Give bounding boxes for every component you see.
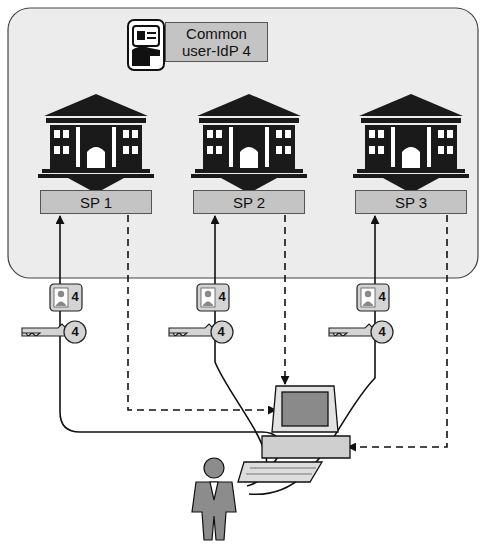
sp-box: SP 2 (193, 190, 305, 214)
key-number: 4 (378, 325, 385, 339)
box-label: SP 3 (395, 194, 427, 211)
box-label: SP 2 (233, 194, 265, 211)
id-card-number: 4 (378, 290, 385, 304)
id-card-number: 4 (218, 290, 225, 304)
box-label: Common user-IdP 4 (170, 25, 263, 59)
key-number: 4 (217, 325, 224, 339)
id-card-number: 4 (71, 290, 78, 304)
key-number: 4 (71, 325, 78, 339)
sp-box: SP 1 (40, 190, 152, 214)
idp-box: Common user-IdP 4 (165, 22, 268, 62)
sp-box: SP 3 (355, 190, 467, 214)
box-label: SP 1 (80, 194, 112, 211)
